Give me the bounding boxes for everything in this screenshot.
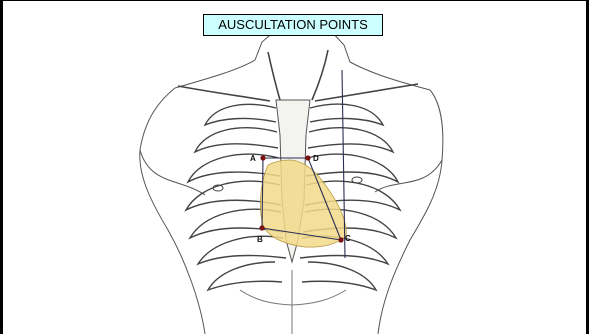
slide-title: AUSCULTATION POINTS	[203, 14, 383, 36]
abdomen-lines	[240, 270, 346, 334]
point-b-marker	[259, 225, 264, 230]
point-c-marker	[338, 237, 343, 242]
point-d-label: D	[313, 154, 319, 163]
point-a-label: A	[250, 154, 256, 163]
point-b-label: B	[257, 235, 263, 244]
point-a-marker	[260, 155, 265, 160]
point-c-label: C	[345, 234, 351, 243]
point-d-marker	[305, 155, 310, 160]
